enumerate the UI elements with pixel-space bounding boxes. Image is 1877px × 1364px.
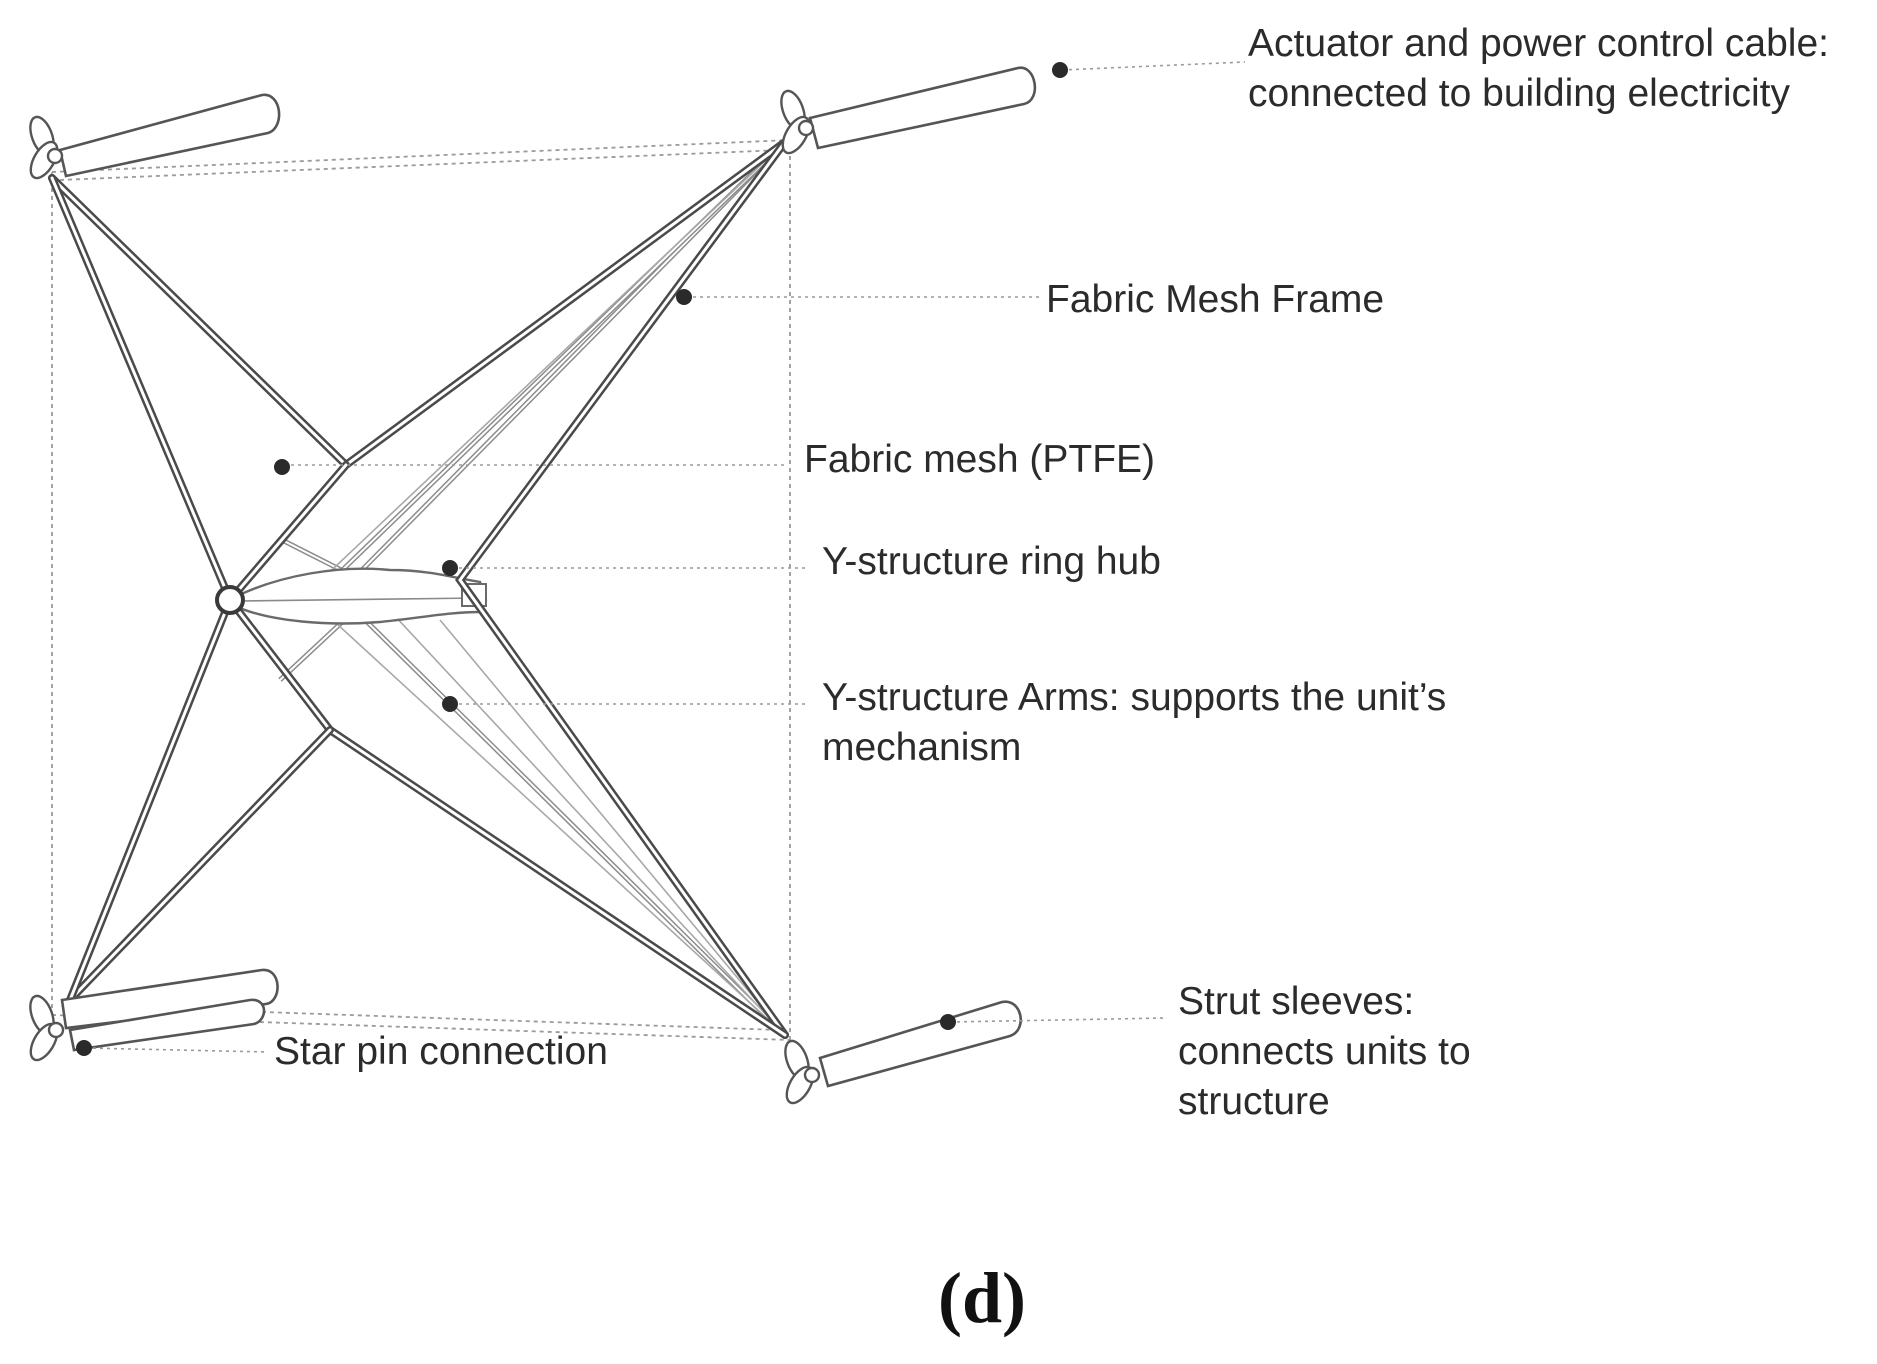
leader-fabric-mesh	[274, 459, 785, 475]
propeller-icon	[784, 1039, 821, 1105]
strut-sleeve-top-right	[780, 66, 1037, 155]
leader-mesh-frame	[676, 289, 1040, 305]
strut-sleeve-bottom-right	[784, 1000, 1022, 1105]
leader-strut	[940, 1014, 1166, 1030]
label-actuator-line1: Actuator and power control cable:	[1248, 22, 1829, 65]
label-star-pin: Star pin connection	[274, 1030, 608, 1073]
y-structure-arms	[48, 138, 789, 1039]
strut-sleeve-bottom-left	[29, 968, 279, 1062]
ring-hub-body	[233, 567, 488, 625]
leader-actuator	[1052, 61, 1246, 78]
label-actuator-line2: connected to building electricity	[1248, 72, 1790, 115]
leader-ring-hub	[442, 560, 808, 576]
label-fabric-mesh: Fabric mesh (PTFE)	[804, 438, 1155, 481]
propeller-icon	[780, 89, 815, 155]
leader-arms	[442, 696, 808, 712]
label-strut-line1: Strut sleeves:	[1178, 980, 1414, 1023]
label-fabric-mesh-frame: Fabric Mesh Frame	[1046, 278, 1384, 321]
label-strut-line2: connects units to	[1178, 1030, 1471, 1073]
figure-caption: (d)	[938, 1258, 1026, 1338]
ring-hub-icon	[215, 585, 245, 615]
propeller-icon	[29, 994, 65, 1062]
propeller-icon	[29, 115, 64, 180]
leader-star-pin	[76, 1040, 269, 1056]
label-strut-line3: structure	[1178, 1080, 1330, 1123]
strut-sleeve-top-left	[29, 93, 281, 180]
label-arms-line2: mechanism	[822, 726, 1021, 769]
label-ring-hub: Y-structure ring hub	[822, 540, 1161, 583]
label-arms-line1: Y-structure Arms: supports the unit’s	[822, 676, 1446, 719]
